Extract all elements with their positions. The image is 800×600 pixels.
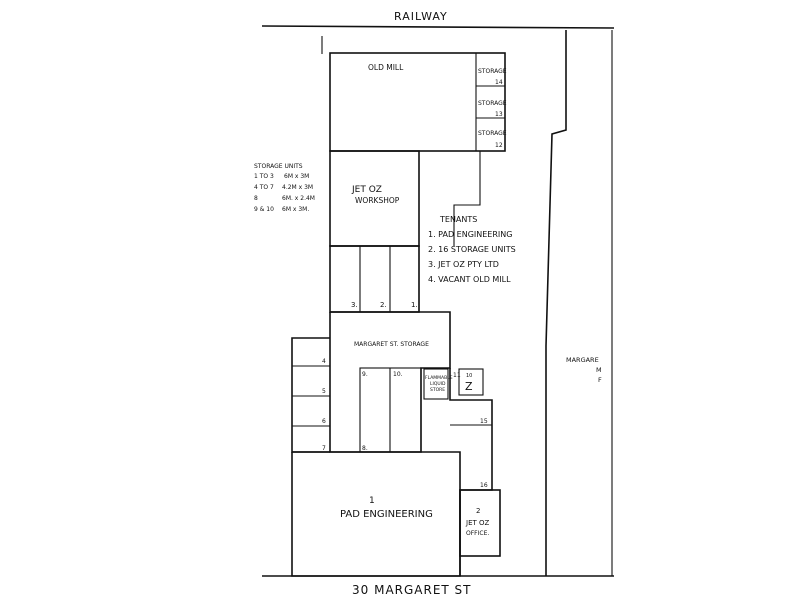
unit-10-num: 10. <box>393 371 403 378</box>
storage-13-num: 13 <box>495 111 503 118</box>
tenants-title: TENANTS <box>439 215 477 224</box>
office-label-1: JET OZ <box>465 519 489 527</box>
tenant-item: 1. PAD ENGINEERING <box>428 230 512 239</box>
old-mill-label: OLD MILL <box>368 63 404 72</box>
unit-6-num: 6 <box>322 418 326 425</box>
units-15-16 <box>449 368 493 576</box>
workshop-label-1: JET OZ <box>351 185 382 195</box>
unit-z-label: Z <box>465 380 473 393</box>
unit-1-num: 1. <box>411 301 418 309</box>
side-label-3: F <box>598 376 602 384</box>
unit-11-num: 11 <box>453 372 461 379</box>
railway-boundary <box>261 25 615 29</box>
flammable-label-3: STORE <box>430 387 445 393</box>
storage-12-num: 12 <box>495 142 503 149</box>
tenant-item: 4. VACANT OLD MILL <box>428 275 511 284</box>
unit-3-num: 3. <box>351 301 358 309</box>
margaret-storage-label: MARGARET ST. STORAGE <box>354 341 429 348</box>
unit-10-box <box>458 368 484 396</box>
legend-size: 6M x 3M. <box>282 206 309 213</box>
storage-14-num: 14 <box>495 79 503 86</box>
pad-name: PAD ENGINEERING <box>340 509 433 520</box>
tenants-list: TENANTS 1. PAD ENGINEERING 2. 16 STORAGE… <box>428 215 516 284</box>
unit-7-num: 7 <box>322 445 326 452</box>
storage-legend-title: STORAGE UNITS <box>254 163 303 170</box>
legend-units: 4 TO 7 <box>254 184 274 191</box>
side-label-2: M <box>596 366 602 374</box>
storage-12-label: STORAGE <box>478 130 507 137</box>
legend-units: 9 & 10 <box>254 206 274 213</box>
office-number: 2 <box>476 507 480 515</box>
unit-15-num: 15 <box>480 418 488 425</box>
units-4-7 <box>291 337 330 453</box>
street-address: 30 MARGARET ST <box>352 583 472 597</box>
legend-units: 8 <box>254 195 258 202</box>
legend-units: 1 TO 3 <box>254 173 274 180</box>
unit-8-num: 8. <box>362 445 368 452</box>
tenant-item: 3. JET OZ PTY LTD <box>428 260 499 269</box>
right-boundary <box>545 30 567 576</box>
tenant-item: 2. 16 STORAGE UNITS <box>428 245 516 254</box>
workshop-label-2: WORKSHOP <box>355 196 400 205</box>
unit-16-num: 16 <box>480 482 488 489</box>
unit-5-num: 5 <box>322 388 326 395</box>
pad-number: 1 <box>369 496 375 506</box>
unit-9-num: 9. <box>362 371 368 378</box>
legend-size: 6M x 3M <box>284 173 309 180</box>
flammable-store <box>423 368 449 400</box>
railway-label: RAILWAY <box>394 10 448 23</box>
storage-units-1-3 <box>329 245 420 313</box>
storage-13-label: STORAGE <box>478 100 507 107</box>
side-label-1: MARGARE <box>566 356 599 364</box>
jet-oz-office <box>459 489 501 557</box>
storage-legend: STORAGE UNITS 1 TO 3 6M x 3M 4 TO 7 4.2M… <box>254 163 315 213</box>
unit-2-num: 2. <box>380 301 387 309</box>
legend-size: 6M. x 2.4M <box>282 195 315 202</box>
unit-4-num: 4 <box>322 358 326 365</box>
flammable-label-1: FLAMMABLE <box>425 375 453 381</box>
legend-size: 4.2M x 3M <box>282 184 313 191</box>
unit-10b-num: 10 <box>466 373 472 379</box>
office-label-2: OFFICE. <box>466 530 489 537</box>
storage-14-label: STORAGE <box>478 68 507 75</box>
yard-outline <box>419 150 481 246</box>
flammable-label-2: LIQUID <box>430 381 446 387</box>
